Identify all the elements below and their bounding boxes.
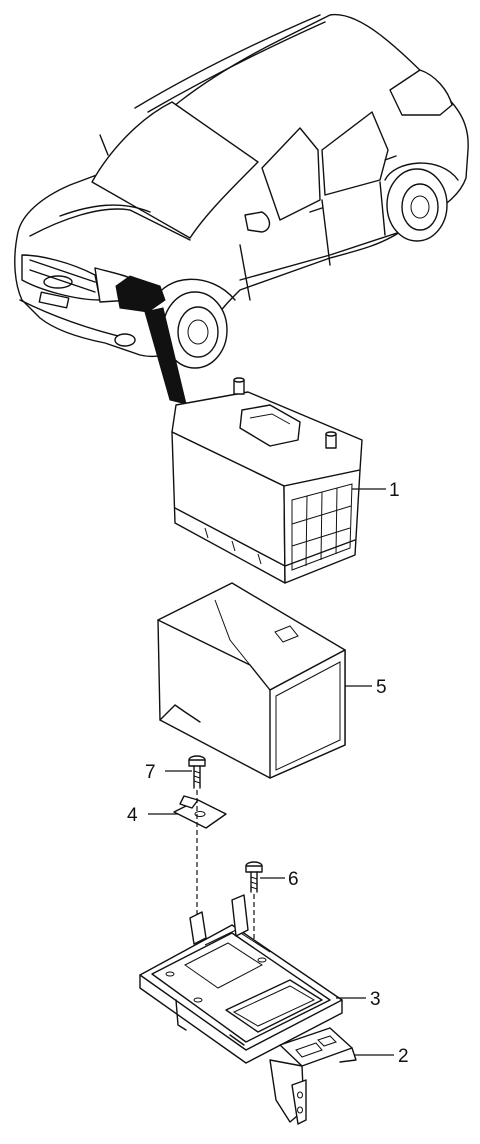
callout-6: 6: [288, 869, 299, 890]
callout-4: 4: [127, 805, 138, 826]
callout-2: 2: [398, 1046, 409, 1067]
battery-part: [171, 377, 363, 584]
callout-5: 5: [376, 677, 387, 698]
tray-bolt-part: [245, 861, 263, 893]
suv-icon: [14, 13, 469, 369]
callout-1: 1: [389, 480, 400, 501]
callout-3: 3: [370, 989, 381, 1010]
bracket-part: [269, 1027, 357, 1125]
callout-7: 7: [145, 762, 156, 783]
insulation-pad-part: [157, 582, 346, 779]
clamp-part: [173, 795, 227, 829]
clamp-bolt-part: [188, 755, 206, 789]
tray-part: [139, 894, 343, 1064]
